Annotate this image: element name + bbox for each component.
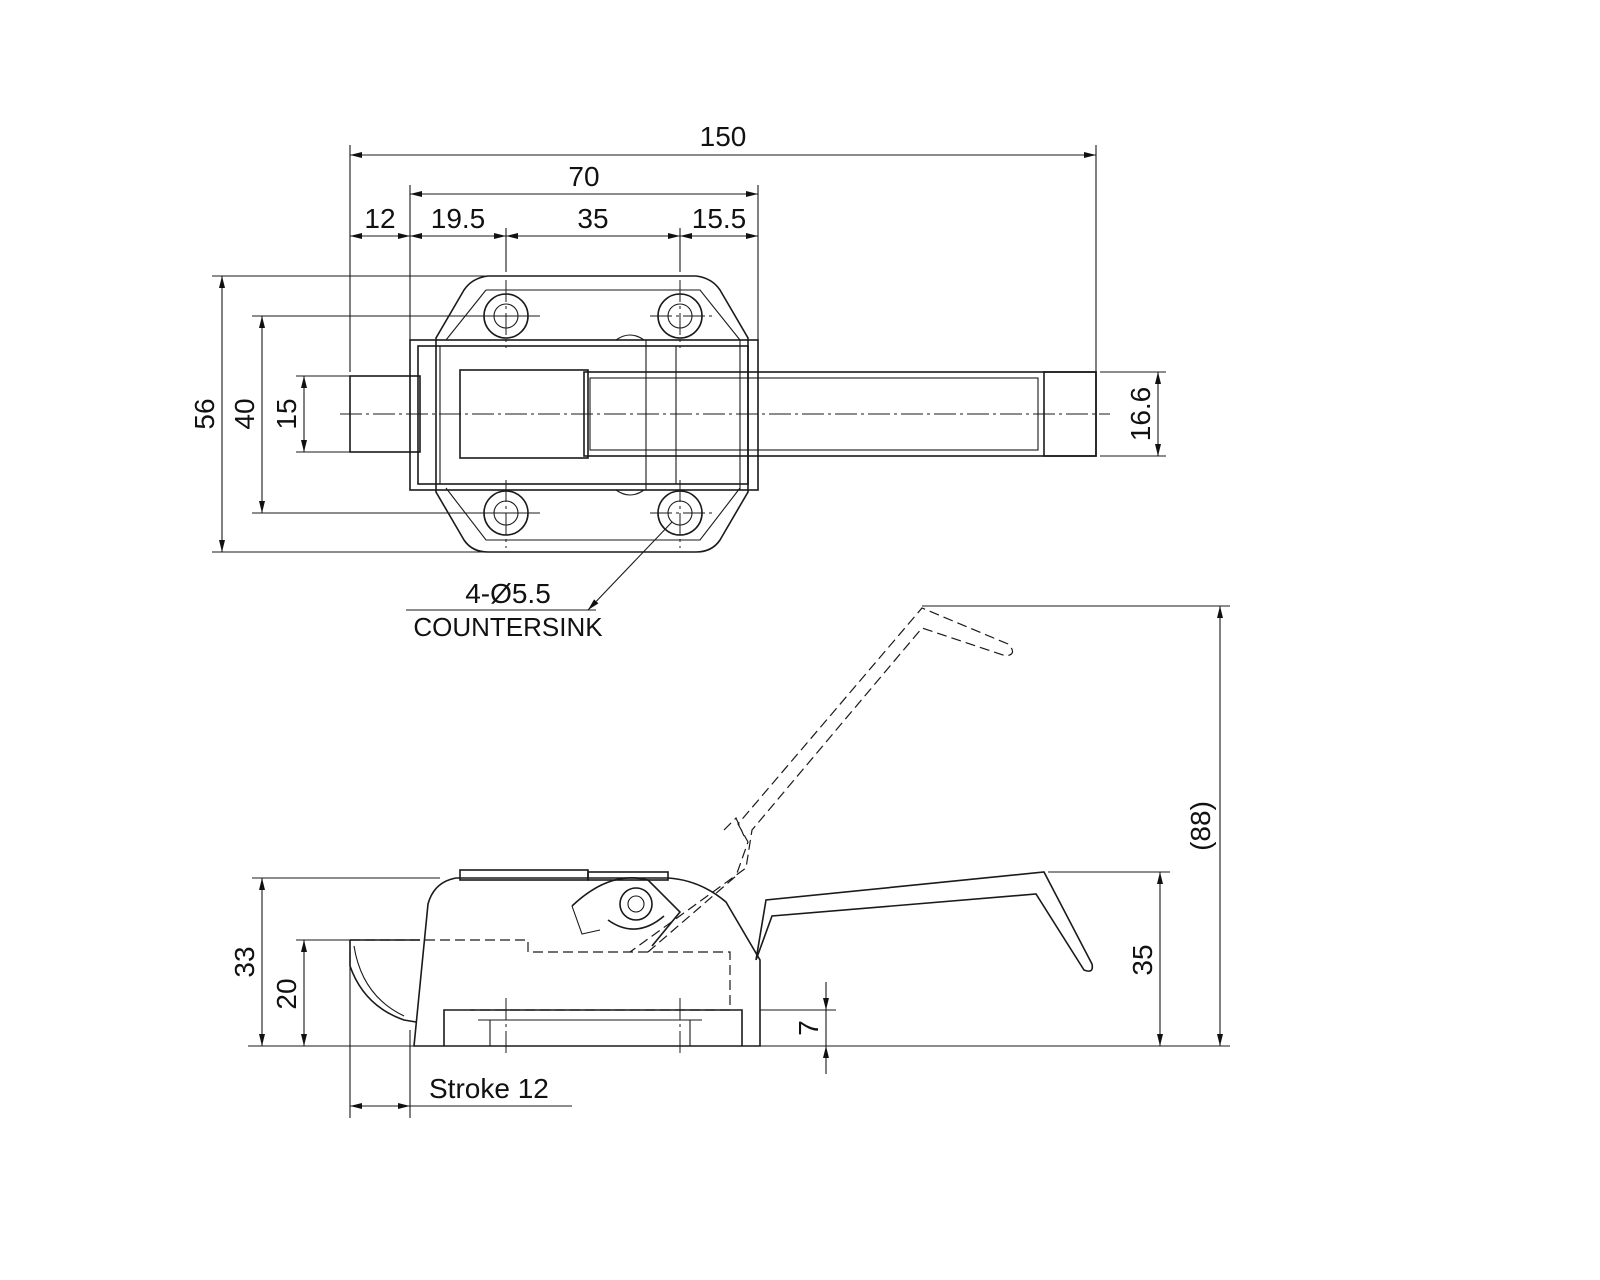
dim-label-35: 35 bbox=[577, 203, 608, 234]
hinge-bump-bottom bbox=[615, 489, 645, 496]
dim-label-20: 20 bbox=[271, 978, 302, 1009]
side-dim-88: (88) bbox=[922, 605, 1230, 1046]
dim-label-150: 150 bbox=[700, 121, 747, 152]
dim-label-88: (88) bbox=[1185, 801, 1216, 851]
side-dim-7: 7 bbox=[760, 982, 836, 1074]
dim-label-33: 33 bbox=[229, 946, 260, 977]
hinge-bump-top bbox=[615, 334, 645, 341]
dim-label-7: 7 bbox=[793, 1020, 824, 1036]
stroke-label: Stroke 12 bbox=[429, 1073, 549, 1104]
dim-label-19-5: 19.5 bbox=[431, 203, 486, 234]
base-plate bbox=[435, 275, 749, 553]
dim-label-35-side: 35 bbox=[1127, 944, 1158, 975]
housing-body bbox=[413, 877, 761, 1047]
hole-spec-label: 4-Ø5.5 bbox=[465, 578, 551, 609]
side-view: 33 20 (88) 35 7 bbox=[229, 605, 1230, 1118]
base-plate-side bbox=[443, 1009, 743, 1046]
side-dim-20: 20 bbox=[271, 939, 350, 1046]
pivot-pin bbox=[619, 887, 653, 921]
stroke-dimension: Stroke 12 bbox=[349, 952, 572, 1118]
dim-label-12: 12 bbox=[364, 203, 395, 234]
dim-label-15-5: 15.5 bbox=[692, 203, 747, 234]
countersink-label: COUNTERSINK bbox=[413, 612, 603, 642]
mounting-hole-top-left bbox=[483, 293, 529, 339]
bolt-nose bbox=[349, 939, 420, 1023]
hole-callout: 4-Ø5.5 COUNTERSINK bbox=[406, 521, 673, 642]
dim-label-56: 56 bbox=[189, 398, 220, 429]
dim-label-15: 15 bbox=[271, 398, 302, 429]
side-dim-35: 35 bbox=[1048, 871, 1170, 1046]
dim-label-16-6: 16.6 bbox=[1125, 387, 1156, 442]
mounting-hole-top-right bbox=[657, 293, 703, 339]
mounting-hole-bottom-right bbox=[657, 490, 703, 536]
handle-closed bbox=[755, 871, 1094, 972]
side-dim-33: 33 bbox=[229, 877, 440, 1046]
right-dimension: 16.6 bbox=[1100, 371, 1166, 457]
mounting-hole-bottom-left bbox=[483, 490, 529, 536]
pivot-cam bbox=[571, 877, 682, 947]
dim-label-40: 40 bbox=[229, 398, 260, 429]
bolt-hidden bbox=[350, 939, 731, 1011]
top-dimensions: 150 70 12 19.5 35 15.5 bbox=[349, 121, 1097, 372]
dim-label-70: 70 bbox=[568, 161, 599, 192]
top-view: 150 70 12 19.5 35 15.5 56 40 15 bbox=[189, 121, 1166, 642]
handle-open-phantom bbox=[629, 607, 1014, 953]
